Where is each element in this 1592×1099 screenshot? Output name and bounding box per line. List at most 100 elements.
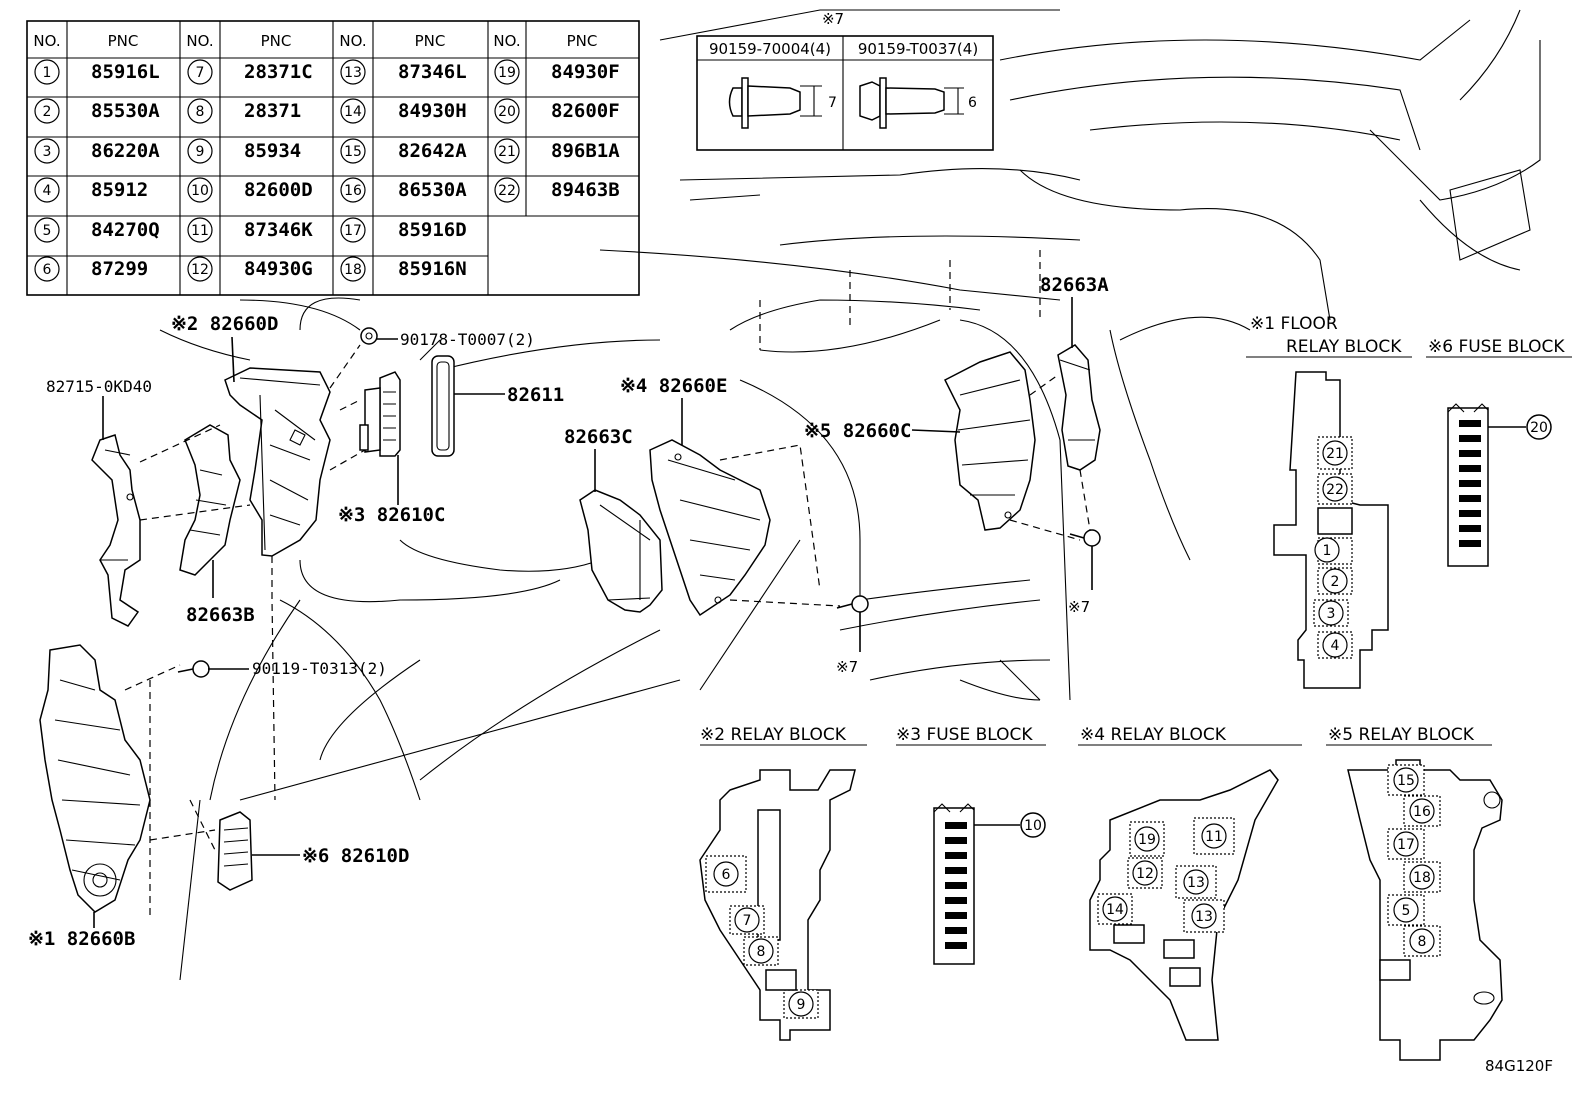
table-number-circle bbox=[187, 59, 213, 85]
table-pnc: 896B1A bbox=[551, 140, 620, 162]
figure-code: 84G120F bbox=[1485, 1057, 1553, 1075]
table-number: 21 bbox=[498, 144, 516, 160]
vehicle-outline bbox=[159, 9, 1541, 981]
relay-block-82660B-part bbox=[39, 644, 151, 913]
table-number-circle bbox=[187, 98, 213, 124]
fuse-slot bbox=[1459, 525, 1481, 532]
table-number: 11 bbox=[191, 223, 209, 239]
floor-relay-title-2: RELAY BLOCK bbox=[1286, 337, 1402, 357]
table-number-circle bbox=[340, 138, 366, 164]
col-header-no-4: NO. bbox=[493, 32, 520, 50]
table-number: 7 bbox=[196, 65, 205, 81]
callout-bolt-7b: ※7 bbox=[1068, 598, 1090, 616]
fuse-slot bbox=[1459, 540, 1481, 547]
table-number-circle bbox=[494, 98, 520, 124]
table-number: 14 bbox=[344, 104, 362, 120]
callout-number: 21 bbox=[1326, 446, 1344, 462]
fuse-slot bbox=[1459, 465, 1481, 472]
table-number: 20 bbox=[498, 104, 516, 120]
callout-number: 9 bbox=[797, 997, 806, 1013]
callout-number-circle bbox=[1322, 440, 1348, 466]
fuse-slot bbox=[1459, 510, 1481, 517]
table-number-circle bbox=[494, 177, 520, 203]
fuse-slot bbox=[1459, 450, 1481, 457]
fuse-slot bbox=[945, 882, 967, 889]
fuse6-title: ※6 FUSE BLOCK bbox=[1428, 337, 1565, 357]
table-number: 15 bbox=[344, 144, 362, 160]
leader-lines bbox=[93, 297, 1093, 928]
bracket-82663A-part bbox=[1057, 344, 1101, 471]
fuse-slot bbox=[945, 822, 967, 829]
table-number: 19 bbox=[498, 65, 516, 81]
callout-number: 5 bbox=[1402, 903, 1411, 919]
callout-number: 12 bbox=[1136, 866, 1154, 882]
table-number-circle bbox=[34, 98, 60, 124]
fuse-slot bbox=[945, 837, 967, 844]
fuse-block-3-detail: ※3 FUSE BLOCK 10 bbox=[896, 725, 1046, 965]
table-number-circle bbox=[34, 59, 60, 85]
callout-number-circle bbox=[1409, 864, 1435, 890]
callout-number: 8 bbox=[1418, 934, 1427, 950]
table-pnc: 84930H bbox=[398, 100, 467, 122]
callout-number: 18 bbox=[1413, 870, 1431, 886]
table-number-circle bbox=[187, 138, 213, 164]
fuse-slot bbox=[945, 912, 967, 919]
bolt-dim-1: 7 bbox=[828, 95, 837, 111]
table-number: 3 bbox=[43, 144, 52, 160]
callout-number-circle bbox=[1134, 826, 1160, 852]
callout-82715: 82715-0KD40 bbox=[46, 377, 152, 396]
callout-number-circle bbox=[1102, 896, 1128, 922]
table-number: 10 bbox=[191, 183, 209, 199]
table-pnc: 85912 bbox=[91, 179, 148, 201]
table-pnc: 86220A bbox=[91, 140, 160, 162]
callout-82660B: ※1 82660B bbox=[28, 928, 135, 950]
bracket-82663B-part bbox=[179, 424, 241, 576]
relay4-title: ※4 RELAY BLOCK bbox=[1080, 725, 1227, 745]
callout-82660D: ※2 82660D bbox=[171, 313, 278, 335]
bolt-table-title: ※7 bbox=[822, 10, 844, 28]
callout-number-circle bbox=[1322, 476, 1348, 502]
table-number: 18 bbox=[344, 262, 362, 278]
table-number-circle bbox=[187, 256, 213, 282]
fuse-slot bbox=[1459, 495, 1481, 502]
relay-block-82660E-part bbox=[649, 439, 771, 617]
fuse-slot bbox=[945, 852, 967, 859]
callout-number-circle bbox=[1393, 897, 1419, 923]
table-pnc: 28371C bbox=[244, 61, 313, 83]
floor-relay-title-1: ※1 FLOOR bbox=[1250, 314, 1338, 334]
table-number: 8 bbox=[196, 104, 205, 120]
fuse-slot bbox=[945, 897, 967, 904]
table-number-circle bbox=[340, 217, 366, 243]
callout-82610C: ※3 82610C bbox=[338, 504, 445, 526]
table-pnc: 87346L bbox=[398, 61, 467, 83]
table-number-circle bbox=[34, 217, 60, 243]
bracket-82715-part bbox=[91, 434, 141, 627]
col-header-no-3: NO. bbox=[339, 32, 366, 50]
callout-number: 7 bbox=[743, 913, 752, 929]
col-header-pnc-1: PNC bbox=[108, 32, 139, 50]
table-number-circle bbox=[340, 177, 366, 203]
bolt-70004-icon: 7 bbox=[728, 77, 837, 129]
callout-number-circle bbox=[1409, 798, 1435, 824]
table-pnc: 28371 bbox=[244, 100, 301, 122]
table-number: 5 bbox=[43, 223, 52, 239]
fuse-block-82610C-part bbox=[359, 371, 401, 457]
table-number: 6 bbox=[43, 262, 52, 278]
relay-block-82660C-part bbox=[943, 351, 1036, 531]
callout-labels: ※2 82660D 90178-T0007(2) 82611 82715-0KD… bbox=[28, 274, 1109, 950]
callout-number-circle bbox=[1318, 600, 1344, 626]
fuse-block-82610D-part bbox=[217, 811, 253, 891]
fuse-slot bbox=[945, 867, 967, 874]
table-pnc: 86530A bbox=[398, 179, 467, 201]
fuse-slot bbox=[1459, 480, 1481, 487]
fuse3-title: ※3 FUSE BLOCK bbox=[896, 725, 1033, 745]
table-number-circle bbox=[494, 59, 520, 85]
table-number-circle bbox=[34, 256, 60, 282]
col-header-pnc-4: PNC bbox=[567, 32, 598, 50]
fuse-slot bbox=[945, 927, 967, 934]
bolt-table: ※7 90159-70004(4) 90159-T0037(4) 7 6 bbox=[696, 10, 994, 151]
